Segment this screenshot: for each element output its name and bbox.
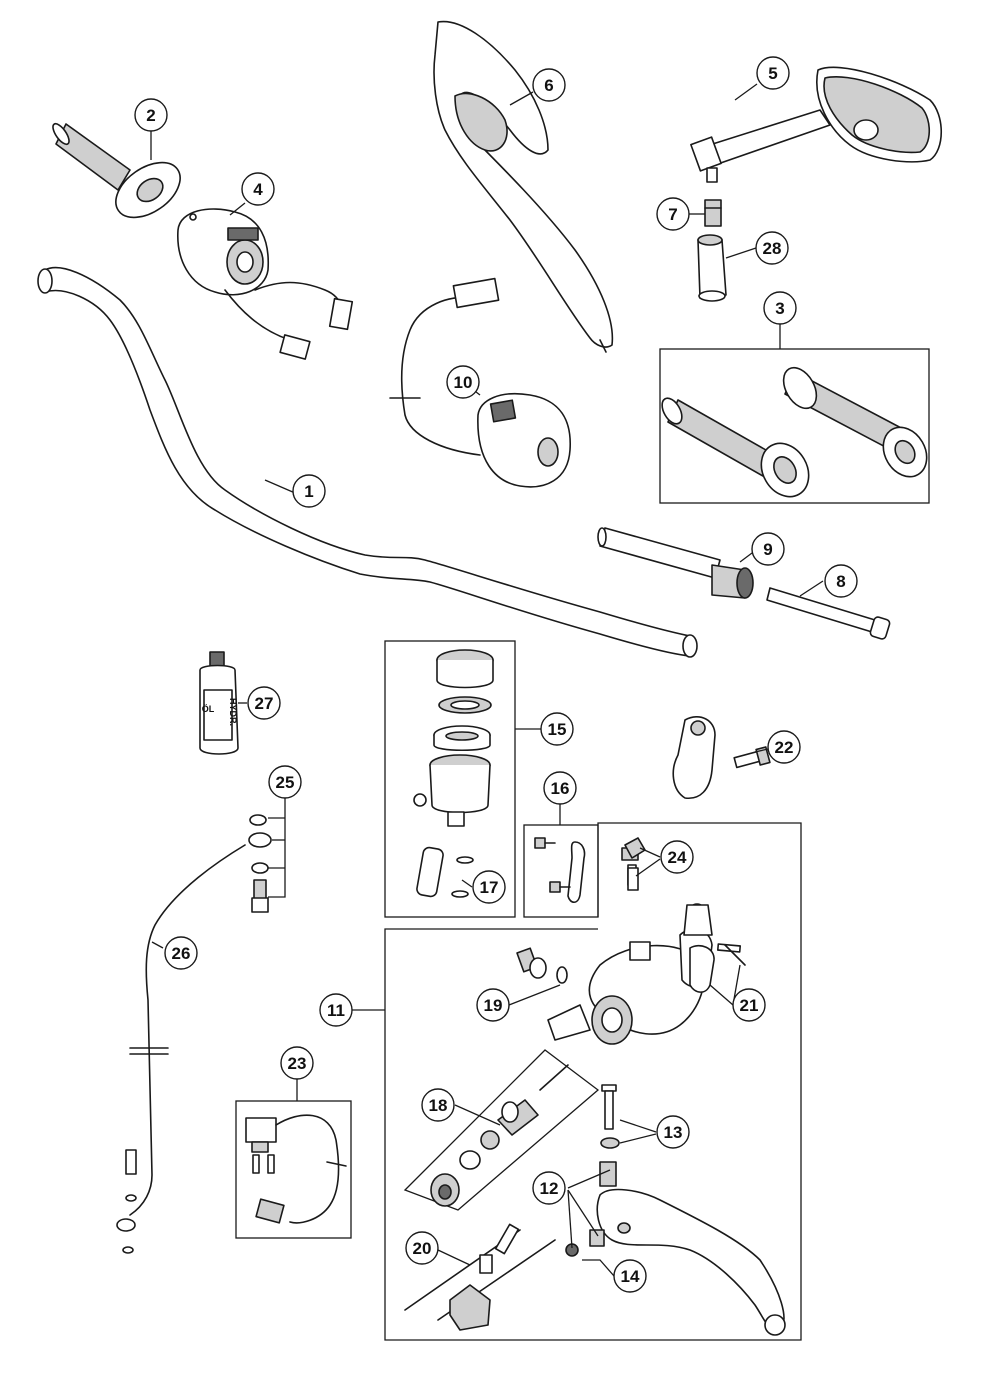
- callout-12: 12: [532, 1171, 566, 1205]
- mirror: [690, 66, 942, 183]
- callout-number: 5: [768, 64, 777, 83]
- reservoir: [413, 649, 494, 898]
- callout-5: 5: [756, 56, 790, 90]
- callout-13: 13: [656, 1115, 690, 1149]
- callout-number: 10: [454, 373, 473, 392]
- callout-26: 26: [164, 936, 198, 970]
- bottle-label-line-2: ÖL: [202, 704, 215, 714]
- callout-number: 22: [775, 738, 794, 757]
- callout-2: 2: [134, 98, 168, 132]
- brake-light-switch: [245, 1114, 347, 1224]
- callout-number: 27: [255, 694, 274, 713]
- callout-25: 25: [268, 765, 302, 799]
- callout-17: 17: [472, 870, 506, 904]
- right-switch-assembly: [389, 277, 571, 488]
- bar-end-bolt: [766, 587, 891, 640]
- mirror-adapter: [704, 199, 722, 227]
- callout-number: 4: [253, 180, 263, 199]
- callout-11: 11: [319, 993, 353, 1027]
- callout-15: 15: [540, 712, 574, 746]
- callout-20: 20: [405, 1231, 439, 1265]
- callout-number: 28: [763, 239, 782, 258]
- callout-number: 1: [304, 482, 313, 501]
- callout-number: 2: [146, 106, 155, 125]
- brake-lever: [565, 1161, 786, 1336]
- callout-number: 26: [172, 944, 191, 963]
- bar-end-weight: [597, 527, 754, 599]
- callout-number: 21: [740, 996, 759, 1015]
- callout-number: 24: [668, 848, 687, 867]
- callout-1: 1: [292, 474, 326, 508]
- callout-27: 27: [247, 686, 281, 720]
- master-cylinder-clamp: [672, 716, 771, 799]
- lever-pivot-bolt: [600, 1084, 620, 1149]
- bracket-group: [523, 824, 599, 918]
- callout-21: 21: [732, 988, 766, 1022]
- callout-7: 7: [656, 197, 690, 231]
- left-switch-assembly: [177, 208, 354, 360]
- callout-number: 13: [664, 1123, 683, 1142]
- leader-lines: [150, 83, 824, 1277]
- callout-24: 24: [660, 840, 694, 874]
- callout-23: 23: [280, 1046, 314, 1080]
- callout-18: 18: [421, 1088, 455, 1122]
- callout-10: 10: [446, 365, 480, 399]
- grip-left: [52, 122, 181, 219]
- callout-number: 7: [668, 205, 677, 224]
- hydraulic-oil-bottle: HYDR. ÖL: [199, 651, 239, 755]
- callout-number: 12: [540, 1179, 559, 1198]
- callout-number: 23: [288, 1054, 307, 1073]
- callout-28: 28: [755, 231, 789, 265]
- callout-6: 6: [532, 68, 566, 102]
- switch-bolt: [624, 837, 646, 891]
- callout-9: 9: [751, 532, 785, 566]
- callout-number: 3: [775, 299, 784, 318]
- callout-number: 19: [484, 996, 503, 1015]
- callout-number: 8: [836, 572, 845, 591]
- bracket: [534, 837, 586, 904]
- brake-hose: [116, 814, 272, 1254]
- piston-kit-group: [403, 1049, 600, 1211]
- callout-number: 17: [480, 878, 499, 897]
- mirror-bushing: [697, 234, 727, 302]
- reservoir-group: [384, 640, 516, 918]
- brake-switch-group: [235, 1100, 352, 1239]
- push-rod-assembly: [404, 1223, 556, 1331]
- piston-kit: [430, 1064, 569, 1207]
- callout-number: 9: [763, 540, 772, 559]
- callout-3: 3: [763, 291, 797, 325]
- callout-number: 20: [413, 1239, 432, 1258]
- callout-number: 11: [327, 1001, 345, 1020]
- handlebar: [37, 266, 698, 658]
- callout-16: 16: [543, 771, 577, 805]
- callout-bubbles: 1234567891011121314151617181920212223242…: [134, 56, 858, 1293]
- grip-set: [661, 366, 928, 498]
- callout-number: 14: [621, 1267, 640, 1286]
- callout-number: 16: [551, 779, 570, 798]
- callout-22: 22: [767, 730, 801, 764]
- callout-4: 4: [241, 172, 275, 206]
- lever-guard: [433, 20, 614, 353]
- callout-number: 6: [544, 76, 553, 95]
- grip-set-group: [659, 348, 930, 504]
- callout-14: 14: [613, 1259, 647, 1293]
- callout-8: 8: [824, 564, 858, 598]
- callout-19: 19: [476, 988, 510, 1022]
- callout-number: 18: [429, 1096, 448, 1115]
- callout-number: 25: [276, 773, 295, 792]
- bottle-label-line-1: HYDR.: [228, 698, 238, 726]
- callout-number: 15: [548, 720, 567, 739]
